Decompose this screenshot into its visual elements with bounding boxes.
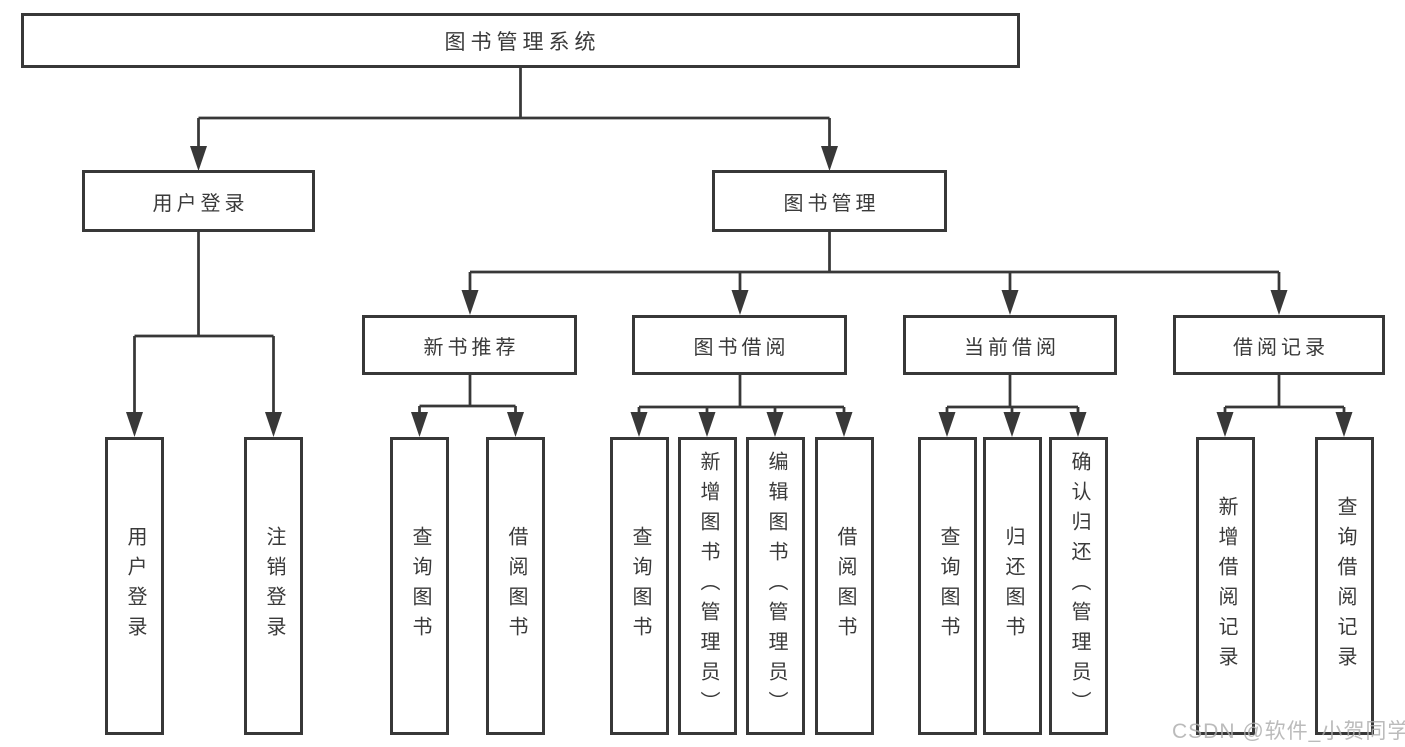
node-new-book-recommend: 新书推荐 bbox=[362, 315, 577, 375]
leaf-cb-confirm-return-admin: 确认归还（管理员） bbox=[1049, 437, 1108, 735]
connector-current-borrowing-to-leaves bbox=[938, 375, 1087, 437]
leaf-cb-query-book-label: 查询图书 bbox=[937, 526, 959, 646]
node-book-management-label: 图书管理 bbox=[783, 192, 880, 215]
leaf-br-query-record: 查询借阅记录 bbox=[1315, 437, 1374, 735]
leaf-br-query-record-label: 查询借阅记录 bbox=[1334, 496, 1356, 676]
node-current-borrowing: 当前借阅 bbox=[903, 315, 1117, 375]
leaf-user-login-label: 用户登录 bbox=[124, 526, 146, 646]
node-current-borrowing-label: 当前借阅 bbox=[964, 336, 1060, 359]
leaf-bb-edit-book-admin-label: 编辑图书（管理员） bbox=[765, 451, 787, 721]
leaf-bb-edit-book-admin: 编辑图书（管理员） bbox=[746, 437, 805, 735]
leaf-user-login: 用户登录 bbox=[105, 437, 164, 735]
leaf-nbr-borrow-book-label: 借阅图书 bbox=[505, 526, 527, 646]
leaf-logout-login: 注销登录 bbox=[244, 437, 303, 735]
leaf-cb-return-book-label: 归还图书 bbox=[1002, 526, 1024, 646]
leaf-cb-query-book: 查询图书 bbox=[918, 437, 977, 735]
connector-borrowing-records-to-leaves bbox=[1216, 375, 1353, 437]
connector-new-book-recommend-to-leaves bbox=[411, 375, 524, 437]
node-borrowing-records-label: 借阅记录 bbox=[1233, 336, 1329, 359]
leaf-nbr-query-book: 查询图书 bbox=[390, 437, 449, 735]
connector-root-to-level2 bbox=[190, 68, 838, 171]
node-user-login-label: 用户登录 bbox=[152, 192, 249, 215]
node-new-book-recommend-label: 新书推荐 bbox=[423, 336, 520, 359]
leaf-bb-query-book: 查询图书 bbox=[610, 437, 669, 735]
connector-user-login-to-leaves bbox=[126, 232, 282, 437]
node-book-borrowing-label: 图书借阅 bbox=[693, 336, 790, 359]
node-root: 图书管理系统 bbox=[21, 13, 1020, 68]
leaf-nbr-borrow-book: 借阅图书 bbox=[486, 437, 545, 735]
leaf-bb-query-book-label: 查询图书 bbox=[629, 526, 651, 646]
node-root-label: 图书管理系统 bbox=[444, 30, 601, 54]
leaf-cb-return-book: 归还图书 bbox=[983, 437, 1042, 735]
leaf-logout-login-label: 注销登录 bbox=[263, 526, 285, 646]
leaf-nbr-query-book-label: 查询图书 bbox=[409, 526, 431, 646]
leaf-br-add-record-label: 新增借阅记录 bbox=[1215, 496, 1237, 676]
leaf-bb-add-book-admin-label: 新增图书（管理员） bbox=[697, 451, 719, 721]
node-borrowing-records: 借阅记录 bbox=[1173, 315, 1385, 375]
watermark-text: CSDN @软件_小贺同学 bbox=[1172, 720, 1405, 743]
leaf-br-add-record: 新增借阅记录 bbox=[1196, 437, 1255, 735]
node-book-borrowing: 图书借阅 bbox=[632, 315, 847, 375]
leaf-bb-borrow-book-label: 借阅图书 bbox=[834, 526, 856, 646]
node-user-login: 用户登录 bbox=[82, 170, 315, 232]
leaf-bb-add-book-admin: 新增图书（管理员） bbox=[678, 437, 737, 735]
leaf-bb-borrow-book: 借阅图书 bbox=[815, 437, 874, 735]
node-book-management: 图书管理 bbox=[712, 170, 947, 232]
connector-book-borrowing-to-leaves bbox=[630, 375, 853, 437]
leaf-cb-confirm-return-admin-label: 确认归还（管理员） bbox=[1068, 451, 1090, 721]
connector-book-management-to-level3 bbox=[461, 232, 1288, 315]
